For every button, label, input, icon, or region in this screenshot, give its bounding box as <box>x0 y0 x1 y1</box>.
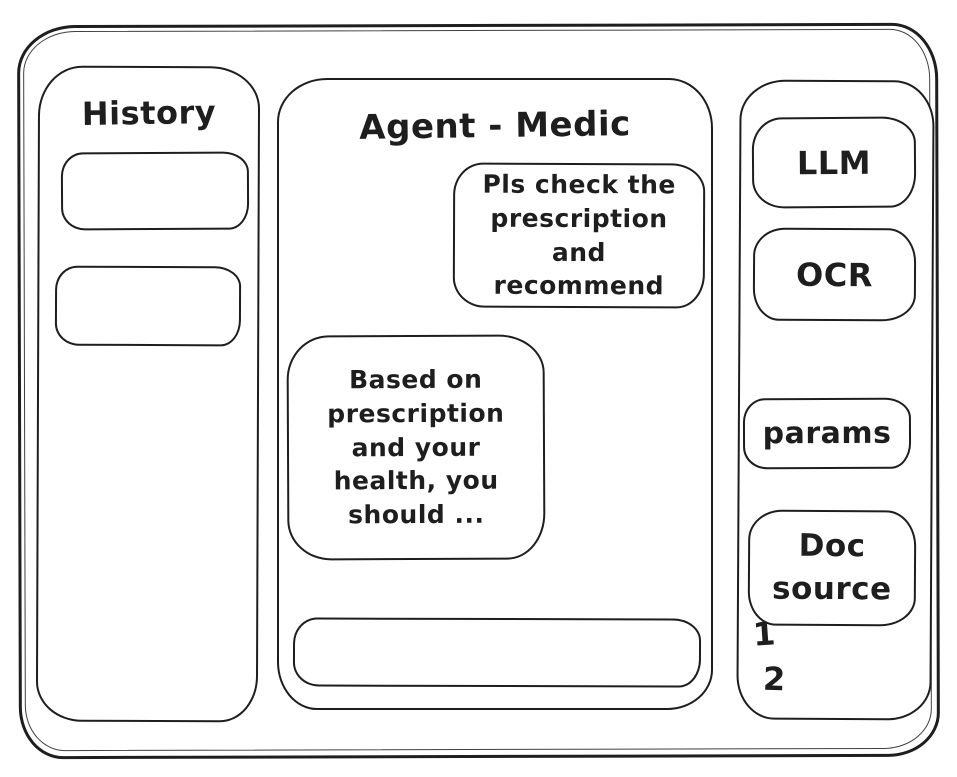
params-button[interactable]: params <box>742 397 912 470</box>
llm-button[interactable]: LLM <box>751 116 917 209</box>
doc-source-button[interactable]: Doc source <box>747 509 917 627</box>
ocr-button[interactable]: OCR <box>752 227 917 322</box>
message-input[interactable] <box>292 617 702 688</box>
user-message-bubble: Pls check the prescription and recommend <box>452 162 706 309</box>
history-title: History <box>81 93 217 133</box>
history-item-2[interactable] <box>54 265 242 347</box>
agent-message-bubble: Based on prescription and your health, y… <box>286 334 546 561</box>
doc-source-item-2[interactable]: 2 <box>762 659 787 699</box>
history-item-1[interactable] <box>60 151 250 231</box>
chat-title: Agent - Medic <box>358 104 632 148</box>
doc-source-item-1[interactable]: 1 <box>751 614 778 654</box>
